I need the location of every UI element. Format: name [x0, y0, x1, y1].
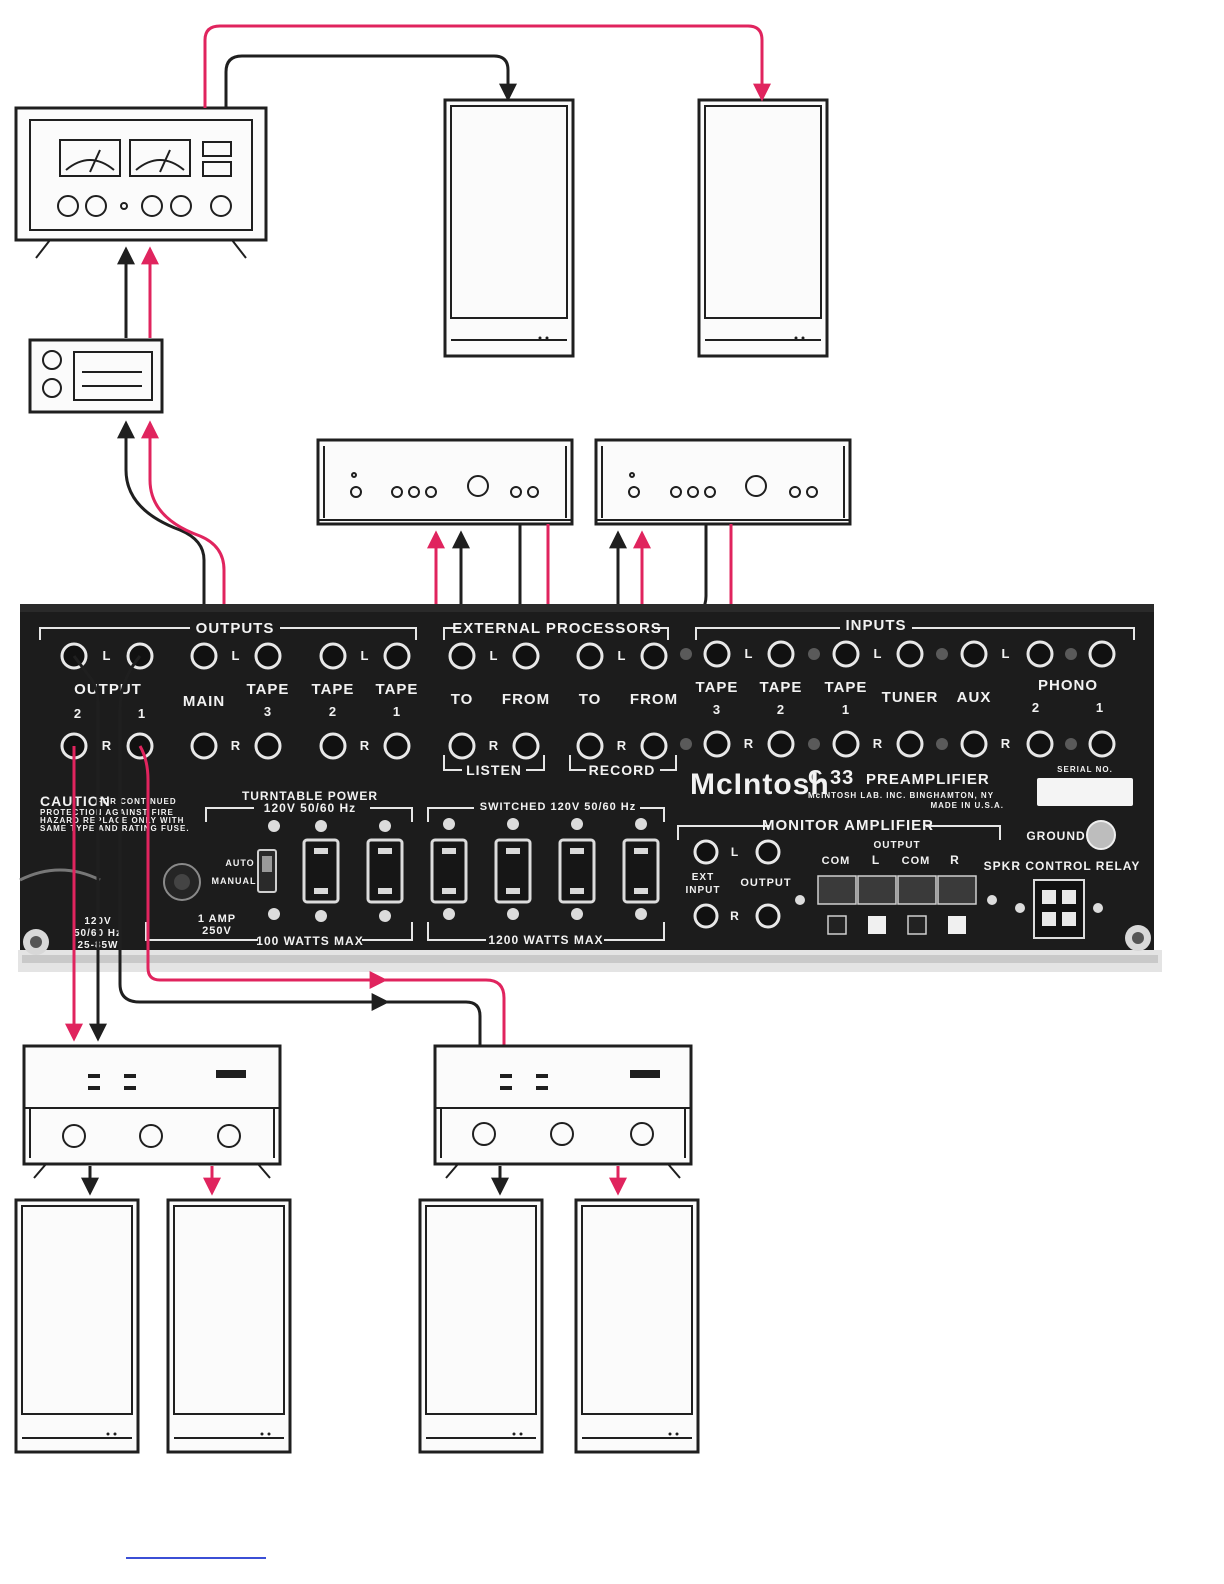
outputs-label: OUTPUTS: [196, 620, 275, 637]
channel-l-label: L: [1002, 646, 1011, 661]
com-left-label: COM: [822, 855, 851, 867]
speaker-bottom-1: [14, 1198, 140, 1454]
made-in-label: MADE IN U.S.A.: [930, 801, 1004, 810]
tape-1-in-num: 1: [842, 702, 850, 717]
model-label: C 33: [808, 767, 854, 789]
channel-l-label: L: [874, 646, 883, 661]
channel-l-label: L: [103, 648, 112, 663]
monitor-output-label: OUTPUT: [740, 877, 791, 889]
caution-block: CAUTION FOR CONTINUED PROTECTION AGAINST…: [40, 793, 190, 833]
tape-3-out-num: 3: [264, 704, 272, 719]
serial-plate: [1037, 778, 1133, 806]
tape-3-in-label: TAPE: [696, 679, 739, 696]
maker-line: McINTOSH LAB. INC. BINGHAMTON, NY: [808, 791, 994, 800]
external-processor-record: [594, 438, 852, 526]
switched-max-label: 1200 WATTS MAX: [488, 933, 603, 947]
speaker-top-left: [443, 98, 575, 358]
input-label: INPUT: [686, 885, 721, 896]
auto-label: AUTO: [225, 858, 254, 868]
channel-l-label: L: [745, 646, 754, 661]
speaker-bottom-3: [418, 1198, 544, 1454]
tape-2-out-num: 2: [329, 704, 337, 719]
tuner-label: TUNER: [882, 689, 939, 706]
caution-line1: FOR CONTINUED: [97, 797, 177, 806]
aux-label: AUX: [957, 689, 992, 706]
turntable-power-label: TURNTABLE POWER: [242, 789, 378, 803]
tape-3-in-num: 3: [713, 702, 721, 717]
fuse-volt-label: 250V: [202, 925, 232, 937]
spkr-control-relay-label: SPKR CONTROL RELAY: [984, 859, 1141, 873]
output-label: OUTPUT: [74, 681, 142, 698]
monitor-output-top-label: OUTPUT: [873, 840, 920, 851]
relay-socket: [1033, 879, 1085, 939]
switched-power-label: SWITCHED 120V 50/60 Hz: [480, 801, 637, 813]
tape-1-out-num: 1: [393, 704, 401, 719]
output-1-label: 1: [138, 706, 146, 721]
channel-r-label: R: [873, 736, 883, 751]
listen-from-label: FROM: [502, 691, 550, 708]
external-processor-listen: [316, 438, 574, 526]
record-from-label: FROM: [630, 691, 678, 708]
turntable-max-label: 100 WATTS MAX: [256, 934, 363, 948]
com-right-label: COM: [902, 855, 931, 867]
channel-l-label: L: [232, 648, 241, 663]
manual-label: MANUAL: [212, 876, 257, 886]
channel-l-label: L: [490, 648, 499, 663]
ext-label: EXT: [692, 872, 714, 883]
brand-logo: McIntosh: [690, 768, 830, 801]
power-amplifier-top: [14, 106, 268, 259]
listen-label: LISTEN: [466, 762, 522, 778]
power-amplifier-bottom-left: [22, 1044, 282, 1179]
channel-r-label: R: [1001, 736, 1011, 751]
product-label: PREAMPLIFIER: [866, 771, 990, 788]
tape-2-out-label: TAPE: [312, 681, 355, 698]
monitor-amplifier-label: MONITOR AMPLIFIER: [762, 817, 934, 834]
ac-outlets: [268, 818, 660, 922]
channel-r-label: R: [102, 738, 112, 753]
ground-label: GROUND: [1026, 829, 1085, 843]
external-processors-label: EXTERNAL PROCESSORS: [452, 620, 662, 637]
listen-to-label: TO: [451, 691, 474, 708]
turntable-power-spec: 120V 50/60 Hz: [264, 801, 356, 815]
phono-1-label: 1: [1096, 700, 1104, 715]
channel-l-label: L: [361, 648, 370, 663]
speaker-terminals: [795, 875, 997, 935]
tape-1-out-label: TAPE: [376, 681, 419, 698]
phono-label: PHONO: [1038, 677, 1098, 694]
main-label: MAIN: [183, 693, 225, 710]
record-to-label: TO: [579, 691, 602, 708]
power-amplifier-bottom-right: [433, 1044, 693, 1179]
speaker-top-right: [697, 98, 829, 358]
tape-1-in-label: TAPE: [825, 679, 868, 696]
channel-r-label: R: [231, 738, 241, 753]
channel-r-label: R: [744, 736, 754, 751]
monitor-l-label: L: [731, 845, 739, 859]
caution-line4: SAME TYPE AND RATING FUSE.: [40, 824, 190, 833]
serial-label: SERIAL NO.: [1057, 765, 1113, 774]
caution-line3: HAZARD REPLACE ONLY WITH: [40, 816, 184, 825]
speaker-r-label: R: [950, 853, 960, 867]
channel-r-label: R: [617, 738, 627, 753]
tape-2-in-num: 2: [777, 702, 785, 717]
signal-processor-box: [28, 338, 164, 414]
phono-2-label: 2: [1032, 700, 1040, 715]
inputs-label: INPUTS: [845, 617, 906, 634]
jack-row-left: [60, 640, 1116, 670]
output-2-label: 2: [74, 706, 82, 721]
caution-line2: PROTECTION AGAINST FIRE: [40, 808, 174, 817]
monitor-r-label: R: [730, 909, 740, 923]
fuse-amp-label: 1 AMP: [198, 913, 236, 925]
channel-r-label: R: [489, 738, 499, 753]
ground-post: [1086, 820, 1116, 850]
channel-r-label: R: [360, 738, 370, 753]
speaker-l-label: L: [872, 853, 880, 867]
speaker-bottom-4: [574, 1198, 700, 1454]
tape-3-out-label: TAPE: [247, 681, 290, 698]
speaker-bottom-2: [166, 1198, 292, 1454]
channel-l-label: L: [618, 648, 627, 663]
record-label: RECORD: [589, 762, 656, 778]
tape-2-in-label: TAPE: [760, 679, 803, 696]
